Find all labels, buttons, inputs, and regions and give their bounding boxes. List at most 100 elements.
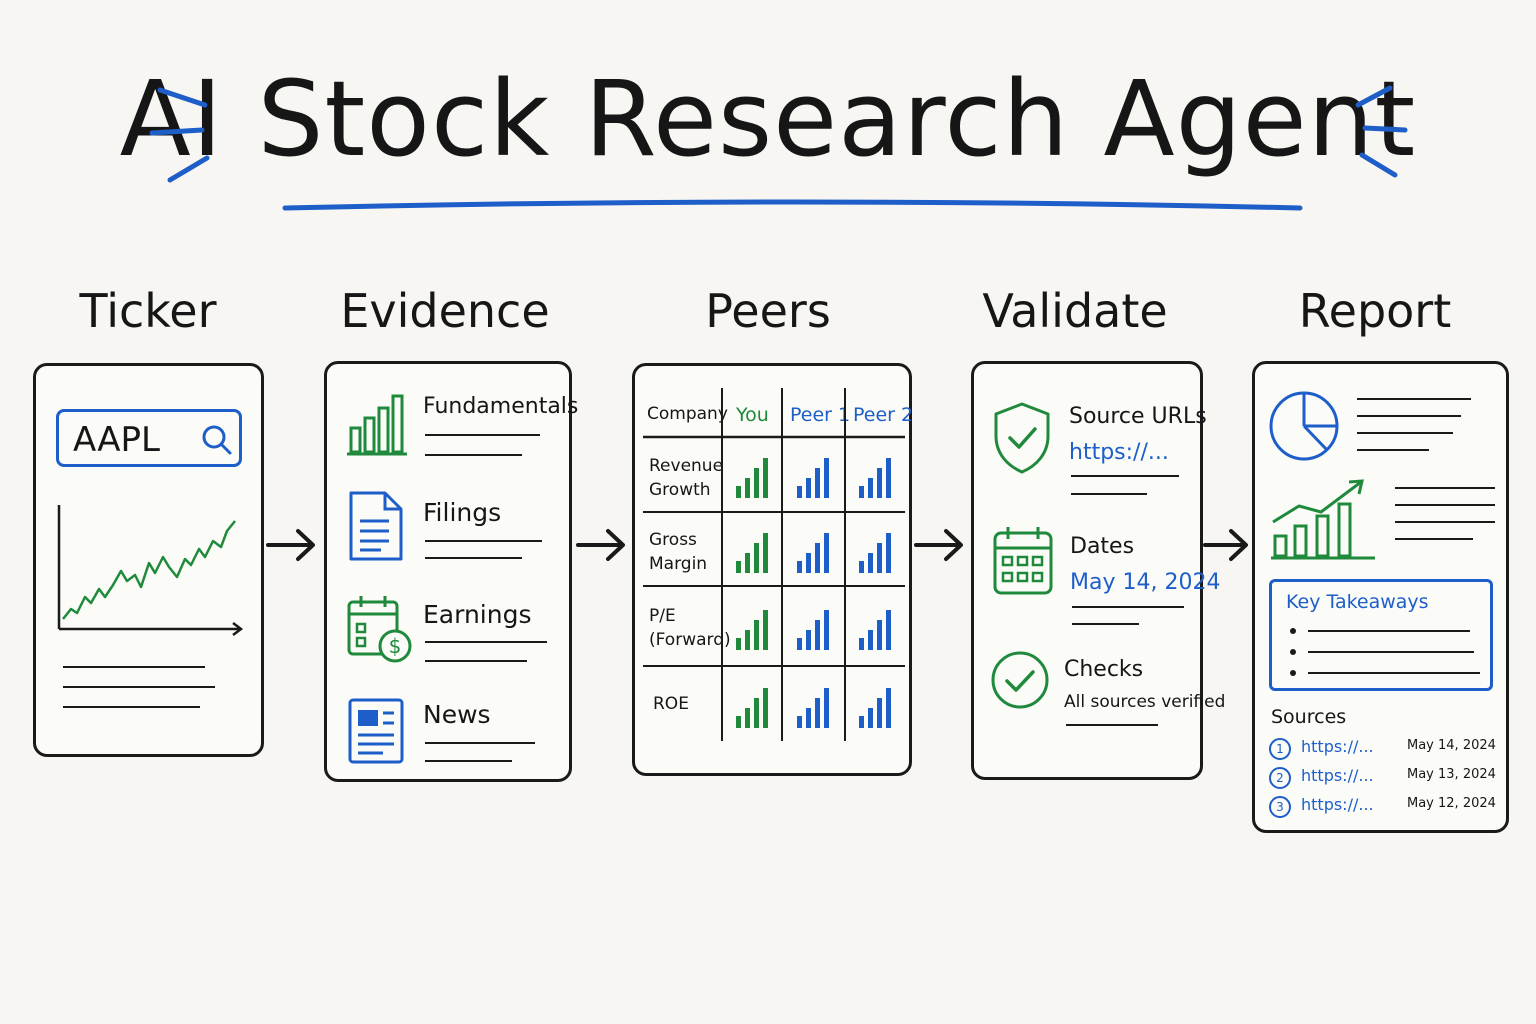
left-sparkle-icon [149,87,210,183]
key-takeaways-title: Key Takeaways [1286,591,1429,613]
mini-bar-icon [763,610,768,650]
ticker-search-box[interactable]: AAPL [56,409,242,467]
mini-bar-icon [797,716,802,728]
source-url-link[interactable]: https://... [1301,766,1374,785]
mini-bar-icon [806,630,811,650]
mini-bar-icon [868,708,873,728]
source-url-link[interactable]: https://... [1301,737,1374,756]
evidence-earnings-label: Earnings [423,600,532,629]
source-number-badge: 1 [1269,738,1291,760]
mini-bar-icon [877,543,882,573]
mini-bar-icon [754,468,759,498]
mini-bar-icon [736,486,741,498]
right-sparkle-icon [1355,85,1408,178]
validate-source-url[interactable]: https://... [1069,440,1169,465]
mini-bar-icon [824,533,829,573]
source-url-link[interactable]: https://... [1301,795,1374,814]
mini-bar-icon [824,458,829,498]
document-icon [349,491,403,561]
page-title: AI Stock Research Agent [119,58,1417,180]
mini-bar-icon [763,533,768,573]
title-underline [149,85,1408,211]
mini-bar-icon [859,638,864,650]
stage-label-evidence: Evidence [340,284,550,338]
mini-bar-icon [868,553,873,573]
peers-header-peer1: Peer 1 [790,404,851,426]
pie-chart-icon [1269,391,1339,461]
mini-bar-icon [859,716,864,728]
mini-bar-icon [859,486,864,498]
source-number-badge: 2 [1269,767,1291,789]
calendar-icon [993,527,1053,595]
mini-bar-icon [886,688,891,728]
mini-bar-icon [886,533,891,573]
mini-bar-icon [806,553,811,573]
growth-chart-icon [1271,479,1375,560]
price-chart-icon [57,505,244,636]
mini-bar-icon [754,620,759,650]
peers-header-you: You [736,404,769,426]
check-circle-icon [991,651,1049,709]
evidence-news-label: News [423,700,491,729]
evidence-card: Fundamentals Filings $ Earnings News [324,361,578,782]
mini-bar-icon [815,468,820,498]
peers-row-gross-margin: Gross Margin [649,530,708,574]
arrow-right-icon [914,529,963,561]
mini-bar-icon [824,688,829,728]
mini-bar-icon [815,620,820,650]
mini-bar-icon [859,561,864,573]
mini-bar-icon [763,458,768,498]
validate-dates-value: May 14, 2024 [1070,570,1221,595]
validate-card: Source URLs https://... Dates May 14, 20… [971,361,1225,780]
report-card: Key Takeaways Sources 1 https://... May 14… [1252,361,1509,833]
arrow-right-icon [266,529,315,561]
peers-table-grid [643,388,905,741]
mini-bar-icon [797,561,802,573]
source-date: May 12, 2024 [1407,796,1496,811]
mini-bar-icon [824,610,829,650]
validate-checks-title: Checks [1064,657,1144,682]
stage-label-report: Report [1298,284,1452,338]
peers-header-company: Company [647,404,728,424]
mini-bar-icon [745,478,750,498]
peers-row-pe-forward: P/E (Forward) [649,606,731,650]
validate-checks-value: All sources verified [1064,692,1226,712]
source-number-badge: 3 [1269,796,1291,818]
mini-bar-icon [754,698,759,728]
shield-check-icon [994,402,1050,474]
mini-bar-icon [877,698,882,728]
sources-title: Sources [1271,706,1347,728]
mini-bar-icon [868,630,873,650]
mini-bar-icon [763,688,768,728]
validate-dates-title: Dates [1070,534,1135,559]
key-takeaways-box: Key Takeaways [1269,579,1493,691]
mini-bar-icon [806,708,811,728]
arrow-right-icon [576,529,625,561]
mini-bar-icon [736,716,741,728]
evidence-fundamentals-label: Fundamentals [423,394,579,419]
stage-label-validate: Validate [982,284,1168,338]
calendar-dollar-icon: $ [347,596,412,663]
svg-text:$: $ [389,634,402,658]
mini-bar-icon [797,638,802,650]
evidence-filings-label: Filings [423,498,502,527]
source-date: May 13, 2024 [1407,767,1496,782]
peers-row-roe: ROE [653,694,689,714]
search-icon[interactable] [201,424,233,456]
mini-bar-icon [754,543,759,573]
mini-bar-icon [815,543,820,573]
mini-bar-icon [736,638,741,650]
ticker-search-input[interactable]: AAPL [73,420,160,460]
mini-bar-icon [797,486,802,498]
mini-bar-icon [877,468,882,498]
source-date: May 14, 2024 [1407,738,1496,753]
mini-bar-icon [806,478,811,498]
mini-bar-icon [886,610,891,650]
mini-bar-icon [745,553,750,573]
mini-bar-icon [868,478,873,498]
mini-bar-icon [877,620,882,650]
ticker-card: AAPL [33,363,264,757]
mini-bar-icon [745,708,750,728]
newspaper-icon [348,698,404,764]
